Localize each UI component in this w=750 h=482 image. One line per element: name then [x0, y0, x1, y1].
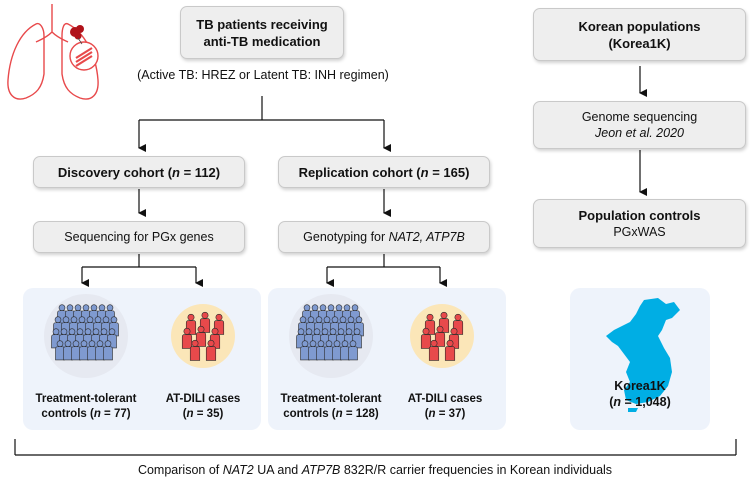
person-icon	[205, 339, 217, 361]
discovery-cohort-box: Discovery cohort (n = 112)	[33, 156, 245, 188]
tb-patients-line2: anti-TB medication	[203, 33, 321, 49]
korea-map-icon	[606, 298, 680, 412]
person-icon	[316, 340, 326, 361]
person-icon	[324, 340, 334, 361]
person-icon	[95, 340, 105, 361]
person-icon	[340, 340, 350, 361]
disc-tolerant-caption: Treatment-tolerant controls (n = 77)	[35, 393, 137, 420]
rep-tolerant-caption: Treatment-tolerant controls (n = 128)	[280, 393, 382, 420]
regimen-note: (Active TB: HREZ or Latent TB: INH regim…	[137, 68, 389, 82]
person-icon	[308, 340, 318, 361]
population-controls-box: Population controls PGxWAS	[533, 199, 746, 248]
sequencing-box: Sequencing for PGx genes	[33, 221, 245, 253]
person-icon	[444, 339, 456, 361]
korea1k-caption: Korea1K (n = 1,048)	[609, 379, 671, 409]
person-icon	[71, 340, 81, 361]
person-icon	[300, 340, 310, 361]
disc-cases-caption: AT-DILI cases (n = 35)	[165, 393, 241, 420]
genotyping-box: Genotyping for NAT2, ATP7B	[278, 221, 490, 253]
person-icon	[189, 339, 201, 361]
person-icon	[181, 327, 193, 349]
person-icon	[420, 327, 432, 349]
person-icon	[348, 340, 358, 361]
person-icon	[79, 340, 89, 361]
tb-patients-box: TB patients receiving anti-TB medication	[180, 6, 344, 59]
person-icon	[103, 340, 113, 361]
comparison-footer: Comparison of NAT2 UA and ATP7B 832R/R c…	[137, 463, 613, 477]
person-icon	[332, 340, 342, 361]
person-icon	[434, 325, 446, 347]
lungs-icon	[7, 4, 99, 100]
korean-populations-box: Korean populations (Korea1K)	[533, 8, 746, 61]
replication-cohort-box: Replication cohort (n = 165)	[278, 156, 490, 188]
genome-sequencing-box: Genome sequencing Jeon et al. 2020	[533, 101, 746, 149]
person-icon	[428, 339, 440, 361]
person-icon	[55, 340, 65, 361]
rep-cases-caption: AT-DILI cases (n = 37)	[407, 393, 483, 420]
person-icon	[63, 340, 73, 361]
person-icon	[195, 325, 207, 347]
person-icon	[87, 340, 97, 361]
tb-patients-line1: TB patients receiving	[196, 16, 328, 32]
